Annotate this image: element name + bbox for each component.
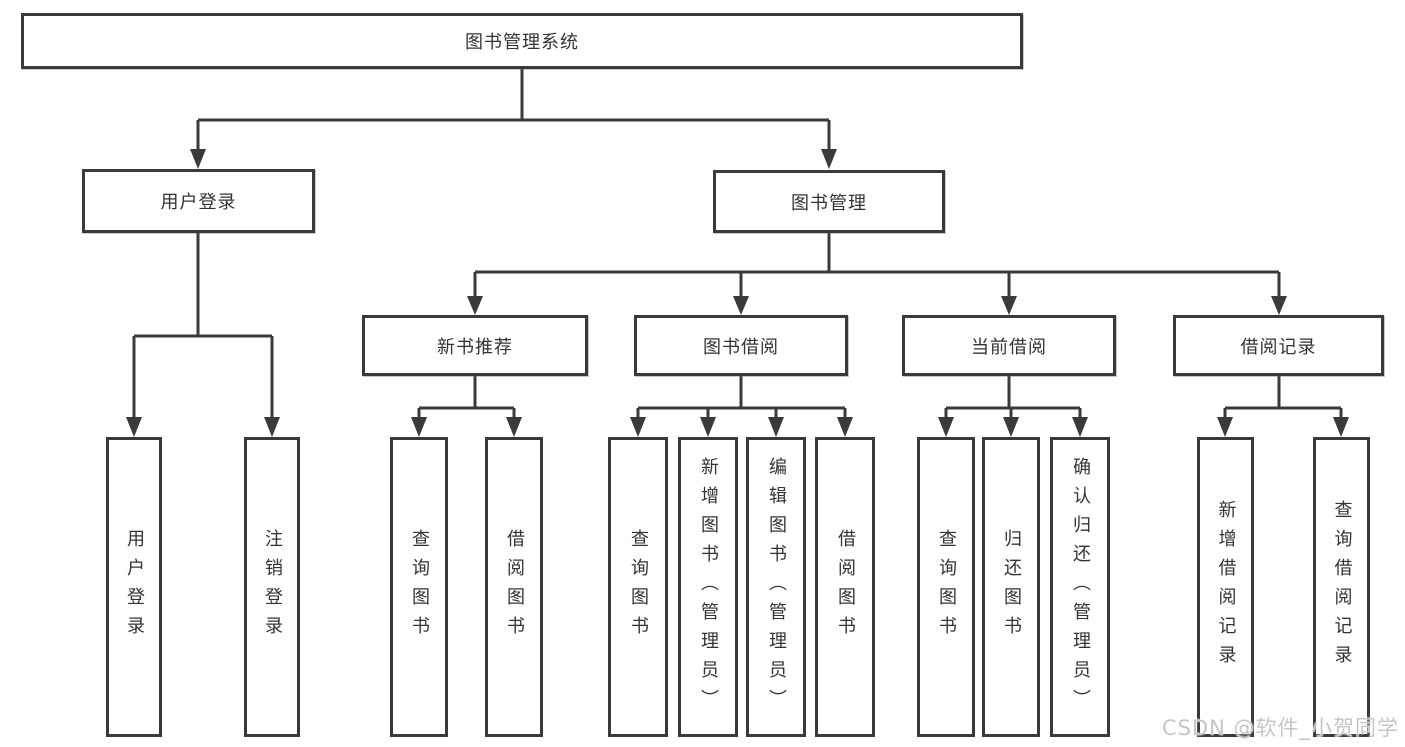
arrowhead [837, 417, 853, 437]
leaf-recommend-query-books: 查询图书 [390, 437, 448, 737]
leaf-current-confirm-return-admin: 确认归还（管理员） [1050, 437, 1110, 737]
node-borrow-records-label: 借阅记录 [1240, 336, 1317, 358]
leaf-current-return-books-label: 归还图书 [1001, 529, 1022, 645]
arrowhead [733, 296, 749, 315]
leaf-user-login-label: 用户登录 [124, 529, 145, 645]
leaf-borrow-edit-books-admin-label: 编辑图书（管理员） [766, 456, 787, 718]
node-current-borrow: 当前借阅 [902, 315, 1116, 376]
leaf-records-add-record: 新增借阅记录 [1197, 437, 1254, 737]
node-root-label: 图书管理系统 [465, 32, 579, 53]
node-book-borrow: 图书借阅 [634, 315, 848, 376]
node-new-book-recommend-label: 新书推荐 [437, 336, 513, 358]
leaf-logout: 注销登录 [244, 437, 300, 737]
leaf-borrow-add-books-admin-label: 新增图书（管理员） [698, 456, 719, 718]
leaf-borrow-edit-books-admin: 编辑图书（管理员） [746, 437, 806, 737]
arrowhead [938, 417, 954, 437]
leaf-logout-label: 注销登录 [262, 529, 283, 645]
arrowhead [467, 296, 483, 315]
node-new-book-recommend: 新书推荐 [362, 315, 588, 376]
node-book-management-label: 图书管理 [791, 192, 867, 214]
arrowhead [1217, 417, 1233, 437]
arrowhead [1333, 417, 1349, 437]
leaf-user-login: 用户登录 [106, 437, 162, 737]
arrowhead [190, 149, 206, 169]
node-borrow-records: 借阅记录 [1173, 315, 1384, 376]
arrowhead [1271, 296, 1287, 315]
leaf-borrow-borrow-books-label: 借阅图书 [835, 529, 856, 645]
leaf-recommend-borrow-books: 借阅图书 [485, 437, 543, 737]
leaf-borrow-borrow-books: 借阅图书 [815, 437, 875, 737]
leaf-current-return-books: 归还图书 [982, 437, 1040, 737]
leaf-recommend-borrow-books-label: 借阅图书 [504, 529, 525, 645]
leaf-recommend-query-books-label: 查询图书 [409, 529, 430, 645]
arrowhead [506, 417, 522, 437]
arrowhead [1001, 296, 1017, 315]
node-user-login: 用户登录 [82, 169, 315, 233]
leaf-current-confirm-return-admin-label: 确认归还（管理员） [1070, 456, 1091, 718]
connector-path [132, 69, 1343, 419]
leaf-records-query-record: 查询借阅记录 [1313, 437, 1370, 737]
arrowhead [411, 417, 427, 437]
node-book-management: 图书管理 [713, 170, 945, 233]
arrowhead [264, 417, 280, 437]
node-user-login-label: 用户登录 [160, 192, 237, 213]
node-root: 图书管理系统 [21, 13, 1023, 69]
arrowheads [126, 149, 1349, 437]
arrowhead [1072, 417, 1088, 437]
arrowhead [1003, 417, 1019, 437]
arrowhead [821, 149, 837, 169]
leaf-current-query-books-label: 查询图书 [936, 529, 957, 645]
leaf-borrow-query-books: 查询图书 [608, 437, 668, 737]
arrowhead [126, 417, 142, 437]
arrowhead [768, 417, 784, 437]
leaf-records-query-record-label: 查询借阅记录 [1331, 500, 1353, 674]
leaf-borrow-query-books-label: 查询图书 [628, 529, 649, 645]
leaf-current-query-books: 查询图书 [917, 437, 975, 737]
node-book-borrow-label: 图书借阅 [703, 336, 779, 358]
arrowhead [630, 417, 646, 437]
node-current-borrow-label: 当前借阅 [971, 336, 1047, 358]
leaf-borrow-add-books-admin: 新增图书（管理员） [678, 437, 738, 737]
leaf-records-add-record-label: 新增借阅记录 [1215, 500, 1237, 674]
arrowhead [700, 417, 716, 437]
